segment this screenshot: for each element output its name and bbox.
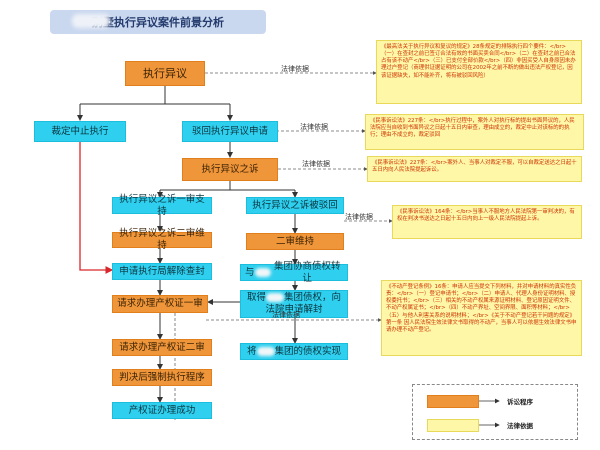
node-n8: 二审维持 <box>246 233 344 250</box>
edge-label-l1: 法律依据 <box>281 65 309 73</box>
legal-note-2: 《民事诉讼法》227条：</br>执行过程中，案外人对执行标的提出书面异议的，人… <box>365 114 584 150</box>
redaction-blur <box>72 14 110 28</box>
node-n2: 裁定中止执行 <box>34 121 126 142</box>
legend-arrows <box>479 398 500 428</box>
redaction-blur <box>256 347 275 356</box>
edge-label-l4: 法律依据 <box>345 213 373 221</box>
node-n9: 申请执行局解除查封 <box>112 263 212 280</box>
node-n4: 执行异议之诉 <box>182 158 278 181</box>
node-n6: 执行异议之诉被驳回 <box>246 197 344 214</box>
node-n3: 驳回执行异议申请 <box>182 121 278 142</box>
node-n13: 请求办理产权证二审 <box>112 339 212 356</box>
node-n5: 执行异议之诉一审支持 <box>112 194 212 217</box>
edge-label-l5: 法律依据 <box>272 311 300 319</box>
legend-swatch-orange <box>427 395 479 408</box>
legal-note-3: 《民事诉讼法》227条：</br>案外人、当事人对裁定不服，可以自裁定送达之日起… <box>367 156 582 182</box>
legal-note-5: 《不动产登记条例》16条：申请人应当提交下列材料，并对申请材料的真实性负责：</… <box>381 280 582 356</box>
legend-swatch-yellow <box>427 419 479 432</box>
legend: 诉讼程序 法律依据 <box>412 384 578 440</box>
edge-n2-n9 <box>79 142 114 274</box>
legend-label-2: 法律依据 <box>507 422 533 430</box>
node-n14: 将集团的债权实现 <box>240 343 348 360</box>
node-n15: 判决后强制执行程序 <box>112 369 212 386</box>
node-n7: 执行异议之诉二审维持 <box>112 228 212 251</box>
redaction-blur <box>266 293 284 303</box>
edge-label-l3: 法律依据 <box>302 160 330 168</box>
legal-note-1: 《最高法关于执行异议和复议的规定》28条规定的排除执行四个要件：</br>（一）… <box>376 40 582 104</box>
node-n12: 取得集团债权，向法院申请解封 <box>240 290 348 318</box>
node-n1: 执行异议 <box>125 61 205 86</box>
legal-note-4: 《民事诉讼法》164条：</br>当事人不服地方人民法院第一审判决的，有权在判决… <box>392 205 582 239</box>
node-n10: 与集团协商债权转让 <box>240 261 348 284</box>
legend-label-1: 诉讼程序 <box>507 398 533 406</box>
node-n11: 请求办理产权证一审 <box>112 295 208 313</box>
node-n16: 产权证办理成功 <box>112 402 212 419</box>
edge-label-l2: 法律依据 <box>300 123 328 131</box>
redaction-blur <box>254 268 272 277</box>
